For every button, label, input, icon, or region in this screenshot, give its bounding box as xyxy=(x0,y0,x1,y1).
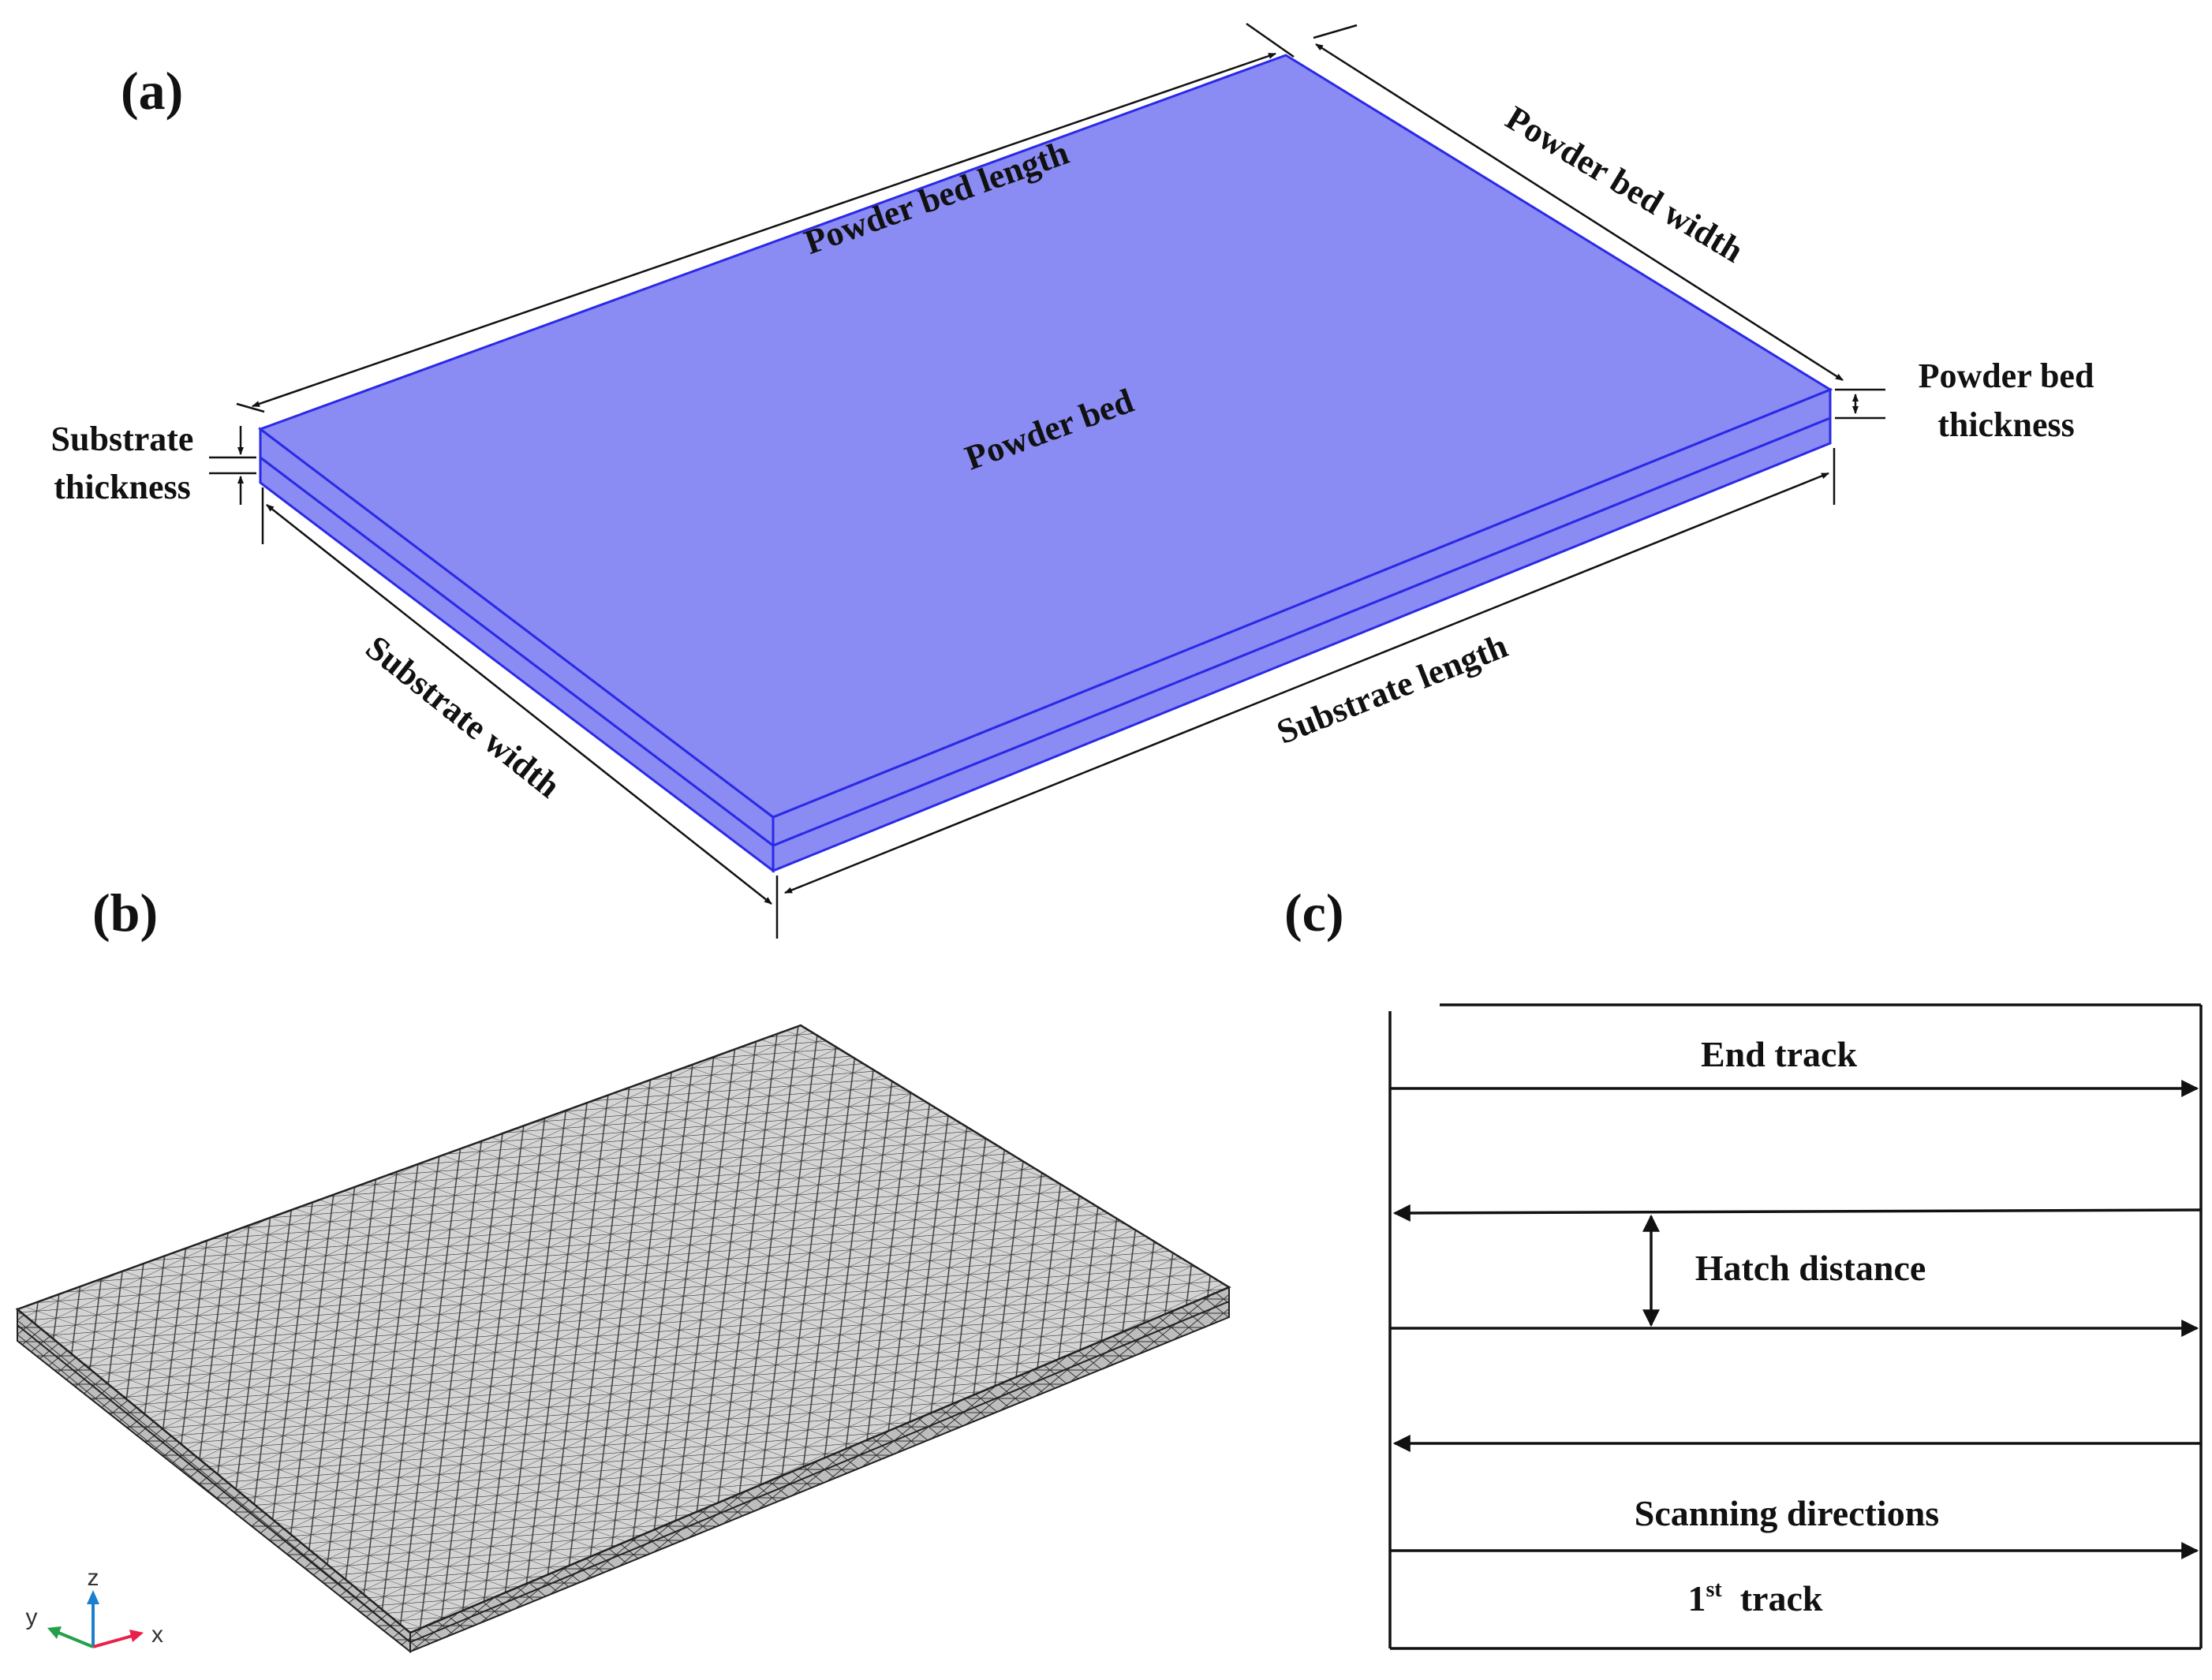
y-axis-arrow xyxy=(58,1631,94,1648)
substrate-thickness-label-line2: thickness xyxy=(54,468,191,506)
scanning-directions-label: Scanning directions xyxy=(1635,1493,1939,1533)
x-axis-label: x xyxy=(151,1622,163,1648)
end-track-label: End track xyxy=(1701,1034,1858,1074)
dimension-substrate-thickness: Substrate thickness xyxy=(51,420,256,506)
meshed-model xyxy=(15,1024,1231,1654)
scan-track-arrow-left-1 xyxy=(1392,1204,2202,1222)
substrate-thickness-label-line1: Substrate xyxy=(51,420,194,458)
powder-bed-thickness-label-line2: thickness xyxy=(1937,405,2075,444)
y-axis-label: y xyxy=(26,1604,38,1630)
scan-strategy-diagram: End track Hatch distance Scanning direct… xyxy=(1388,1003,2203,1650)
panel-label-c: (c) xyxy=(1284,883,1343,943)
coordinate-triad: z x y xyxy=(26,1565,163,1648)
dimension-powder-bed-thickness: Powder bed thickness xyxy=(1835,357,2094,444)
first-track-word: track xyxy=(1722,1578,1823,1618)
z-axis-label: z xyxy=(88,1565,99,1591)
panel-label-b: (b) xyxy=(92,883,158,943)
powder-bed-thickness-label-line1: Powder bed xyxy=(1919,357,2094,395)
mesh-top-face xyxy=(15,1024,1231,1634)
first-track-label: 1st track xyxy=(1688,1577,1823,1618)
panel-label-a: (a) xyxy=(121,61,183,121)
x-axis-arrow xyxy=(92,1634,133,1648)
first-track-number: 1 xyxy=(1688,1578,1706,1618)
hatch-distance-label: Hatch distance xyxy=(1695,1248,1926,1288)
first-track-superscript: st xyxy=(1706,1577,1723,1602)
